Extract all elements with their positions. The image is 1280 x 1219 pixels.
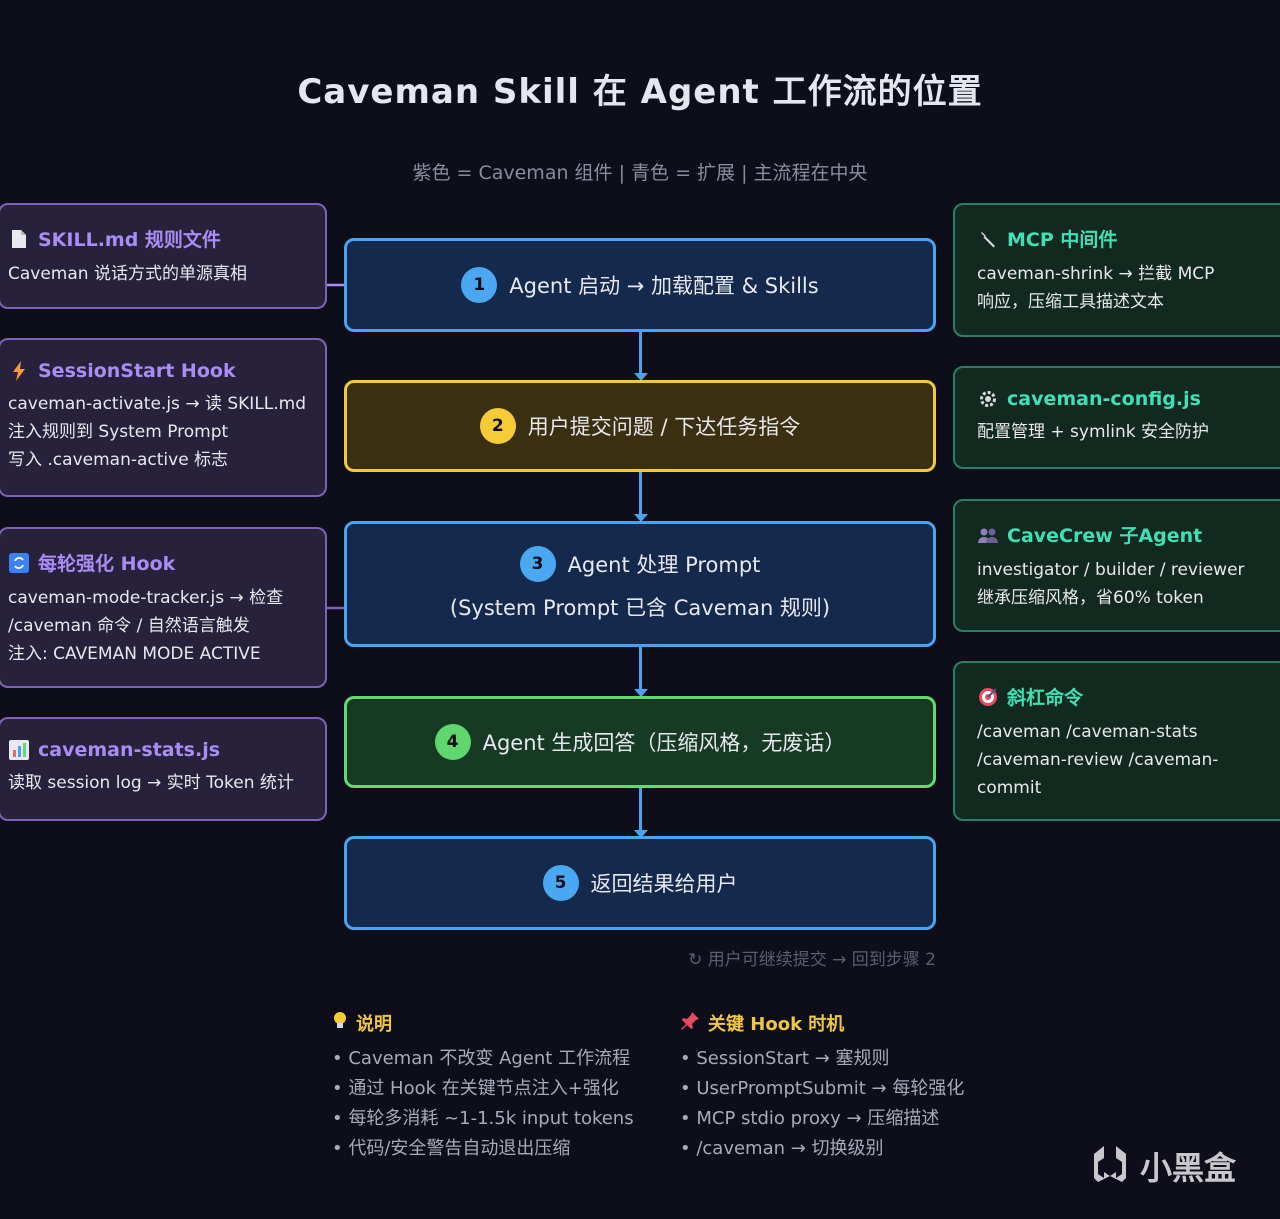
wrench-icon <box>977 228 999 250</box>
session-start-hook-box: SessionStart Hook caveman-activate.js → … <box>0 338 327 497</box>
notes-item-4: • 代码/安全警告自动退出压缩 <box>332 1138 571 1159</box>
cavecrew-line-2: 继承压缩风格，省60% token <box>977 588 1204 608</box>
cavecrew-line-1: investigator / builder / reviewer <box>977 560 1245 580</box>
per-turn-hook-box: 每轮强化 Hook caveman-mode-tracker.js → 检查 /… <box>0 527 327 688</box>
slash-commands-box: 斜杠命令 /caveman /caveman-stats /caveman-re… <box>953 661 1280 821</box>
flow-arrow-4-5 <box>634 830 648 838</box>
step-1-number: 1 <box>461 267 498 303</box>
lightbulb-icon <box>332 1011 348 1036</box>
notes-item-1: • Caveman 不改变 Agent 工作流程 <box>332 1048 631 1069</box>
notes-item-3: • 每轮多消耗 ~1-1.5k input tokens <box>332 1108 634 1129</box>
people-icon <box>977 524 999 546</box>
notes-item-2: • 通过 Hook 在关键节点注入+强化 <box>332 1078 619 1099</box>
logo-mark-icon <box>1088 1140 1132 1192</box>
hooks-item-3: • MCP stdio proxy → 压缩描述 <box>680 1108 940 1129</box>
loop-note: ↻ 用户可继续提交 → 回到步骤 2 <box>688 950 936 970</box>
slash-title: 斜杠命令 <box>1007 687 1084 709</box>
flow-arrow-2-3 <box>634 514 648 522</box>
document-icon <box>8 228 30 250</box>
cavecrew-title: CaveCrew 子Agent <box>1007 525 1203 547</box>
mcp-line-1: caveman-shrink → 拦截 MCP <box>977 264 1215 284</box>
slash-line-3: commit <box>977 778 1042 798</box>
pin-icon <box>680 1011 700 1036</box>
legend-subtitle: 紫色 = Caveman 组件 | 青色 = 扩展 | 主流程在中央 <box>412 162 868 184</box>
flow-line-4-5 <box>639 788 642 830</box>
stats-box: caveman-stats.js 读取 session log → 实时 Tok… <box>0 717 327 821</box>
config-title: caveman-config.js <box>1007 388 1201 410</box>
per-turn-title: 每轮强化 Hook <box>38 553 176 575</box>
per-turn-line-2: /caveman 命令 / 自然语言触发 <box>8 616 250 636</box>
skill-md-title: SKILL.md 规则文件 <box>38 229 221 251</box>
flow-arrow-1-2 <box>634 373 648 381</box>
config-box: caveman-config.js 配置管理 + symlink 安全防护 <box>953 366 1280 469</box>
skill-md-box: SKILL.md 规则文件 Caveman 说话方式的单源真相 <box>0 203 327 309</box>
hooks-item-4: • /caveman → 切换级别 <box>680 1138 884 1159</box>
mcp-middleware-box: MCP 中间件 caveman-shrink → 拦截 MCP 响应，压缩工具描… <box>953 203 1280 337</box>
cavecrew-box: CaveCrew 子Agent investigator / builder /… <box>953 499 1280 632</box>
step-2-number: 2 <box>479 408 516 444</box>
mcp-title: MCP 中间件 <box>1007 229 1118 251</box>
session-start-line-2: 注入规则到 System Prompt <box>8 422 229 442</box>
skill-md-line-1: Caveman 说话方式的单源真相 <box>8 264 247 284</box>
step-4-number: 4 <box>434 724 471 760</box>
step-2-text: 用户提交问题 / 下达任务指令 <box>527 415 801 439</box>
config-line-1: 配置管理 + symlink 安全防护 <box>977 422 1209 442</box>
page-title: Caveman Skill 在 Agent 工作流的位置 <box>297 72 983 112</box>
hooks-item-2: • UserPromptSubmit → 每轮强化 <box>680 1078 965 1099</box>
target-icon <box>977 686 999 708</box>
step-1-box: 1 Agent 启动 → 加载配置 & Skills <box>344 238 936 332</box>
mcp-line-2: 响应，压缩工具描述文本 <box>977 292 1164 312</box>
step-3-subtext: (System Prompt 已含 Caveman 规则) <box>449 596 831 620</box>
logo-text: 小黑盒 <box>1140 1149 1237 1187</box>
xiaoheihe-logo: 小黑盒 <box>1088 1140 1236 1192</box>
step-3-box: 3 Agent 处理 Prompt (System Prompt 已含 Cavem… <box>344 521 936 647</box>
flow-arrow-3-4 <box>634 689 648 697</box>
stats-line-1: 读取 session log → 实时 Token 统计 <box>8 773 294 793</box>
per-turn-line-3: 注入: CAVEMAN MODE ACTIVE <box>8 644 261 664</box>
step-5-text: 返回结果给用户 <box>590 872 738 896</box>
per-turn-line-1: caveman-mode-tracker.js → 检查 <box>8 588 284 608</box>
slash-line-2: /caveman-review /caveman- <box>977 750 1219 770</box>
slash-line-1: /caveman /caveman-stats <box>977 722 1198 742</box>
flow-line-2-3 <box>639 472 642 514</box>
session-start-line-1: caveman-activate.js → 读 SKILL.md <box>8 394 307 414</box>
step-5-box: 5 返回结果给用户 <box>344 836 936 930</box>
flow-line-3-4 <box>639 647 642 689</box>
stats-title: caveman-stats.js <box>38 739 221 761</box>
step-4-box: 4 Agent 生成回答（压缩风格，无废话） <box>344 696 936 788</box>
notes-section: 说明 • Caveman 不改变 Agent 工作流程 • 通过 Hook 在关… <box>332 1010 634 1164</box>
session-start-title: SessionStart Hook <box>38 360 236 382</box>
notes-title: 说明 <box>356 1014 392 1035</box>
hooks-title: 关键 Hook 时机 <box>708 1014 845 1035</box>
hooks-section: 关键 Hook 时机 • SessionStart → 塞规则 • UserPr… <box>680 1010 964 1164</box>
refresh-icon <box>8 552 30 574</box>
step-1-text: Agent 启动 → 加载配置 & Skills <box>509 274 819 298</box>
step-3-text: Agent 处理 Prompt <box>567 553 761 577</box>
step-2-box: 2 用户提交问题 / 下达任务指令 <box>344 380 936 472</box>
step-4-text: Agent 生成回答（压缩风格，无废话） <box>482 731 846 755</box>
lightning-icon <box>8 360 30 382</box>
bar-chart-icon <box>8 739 30 761</box>
gear-icon <box>977 388 999 410</box>
session-start-line-3: 写入 .caveman-active 标志 <box>8 450 229 470</box>
step-3-number: 3 <box>519 546 556 582</box>
flow-line-1-2 <box>639 332 642 374</box>
step-5-number: 5 <box>542 865 579 901</box>
hooks-item-1: • SessionStart → 塞规则 <box>680 1048 890 1069</box>
